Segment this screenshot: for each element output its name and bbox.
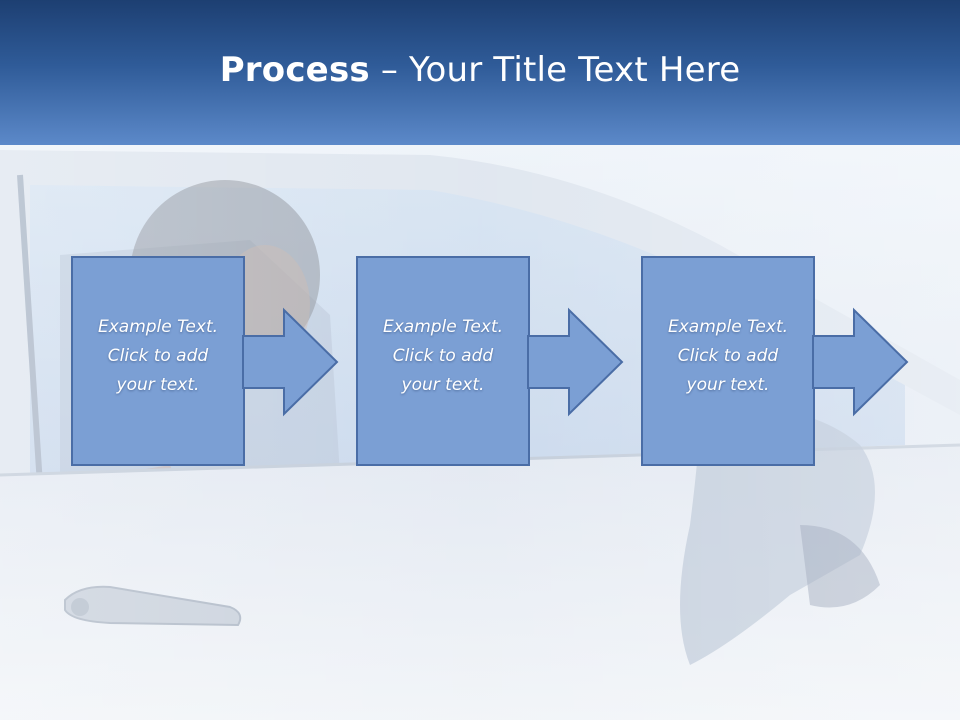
step-text[interactable]: Example Text. Click to add your text.	[357, 313, 529, 400]
arrow-box-shape	[356, 256, 624, 466]
step-line-2: Click to add	[107, 346, 209, 366]
step-text[interactable]: Example Text. Click to add your text.	[72, 313, 244, 400]
step-line-1: Example Text.	[667, 317, 789, 337]
process-step-3[interactable]: Example Text. Click to add your text.	[641, 256, 960, 466]
title-bold: Process	[219, 50, 370, 90]
slide-title[interactable]: Process – Your Title Text Here	[0, 50, 960, 90]
process-step-1[interactable]: Example Text. Click to add your text.	[71, 256, 412, 466]
step-line-1: Example Text.	[382, 317, 504, 337]
arrow-box-shape	[641, 256, 909, 466]
title-bar: Process – Your Title Text Here	[0, 0, 960, 145]
title-rest: – Your Title Text Here	[369, 50, 741, 90]
step-line-2: Click to add	[677, 346, 779, 366]
process-step-2[interactable]: Example Text. Click to add your text.	[356, 256, 697, 466]
step-text[interactable]: Example Text. Click to add your text.	[642, 313, 814, 400]
step-line-3: your text.	[686, 375, 770, 395]
arrow-box-shape	[71, 256, 339, 466]
step-line-3: your text.	[401, 375, 485, 395]
step-line-2: Click to add	[392, 346, 494, 366]
step-line-3: your text.	[116, 375, 200, 395]
step-line-1: Example Text.	[97, 317, 219, 337]
